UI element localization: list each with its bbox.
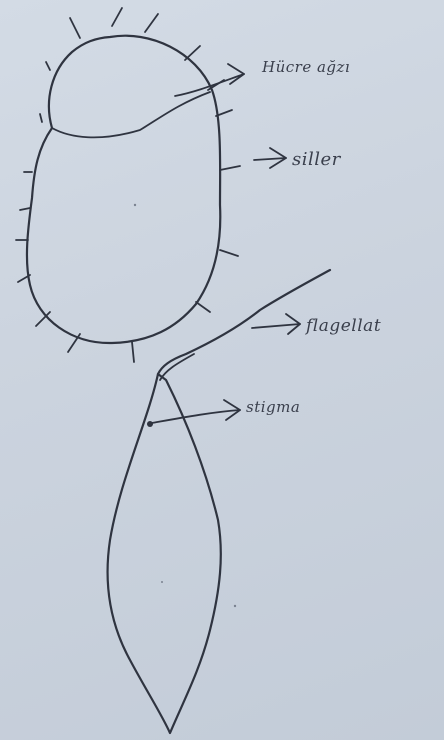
cilium (20, 208, 30, 210)
cilia-group (16, 8, 240, 362)
cilium (46, 62, 50, 70)
label-cilia: siller (292, 149, 341, 170)
label-cell-mouth: Hücre ağzı (262, 58, 350, 76)
arrow-flagellum (252, 314, 300, 334)
arrow-cilia (254, 148, 286, 168)
label-flagellum: flagellat (306, 316, 381, 336)
cell-mouth-line (52, 92, 210, 137)
cilium (145, 14, 158, 32)
cilium (70, 18, 80, 38)
label-stigma: stigma (246, 398, 300, 416)
cilium (220, 250, 238, 256)
cilium (40, 114, 42, 122)
cilium (196, 302, 210, 312)
ciliate-cell-outline (27, 36, 220, 343)
flagellate-cell-outline (107, 374, 220, 733)
cilium (216, 110, 232, 116)
paper-speck (234, 605, 236, 607)
cilium (220, 166, 240, 170)
arrow-cell-mouth (175, 64, 244, 96)
cilium (112, 8, 122, 26)
cilium (132, 342, 134, 362)
paper-speck (161, 581, 163, 583)
cilium (185, 46, 200, 60)
arrow-stigma (152, 400, 240, 423)
flagellum-line (158, 270, 330, 374)
paper-speck (134, 204, 136, 206)
stigma-dot (147, 421, 153, 427)
